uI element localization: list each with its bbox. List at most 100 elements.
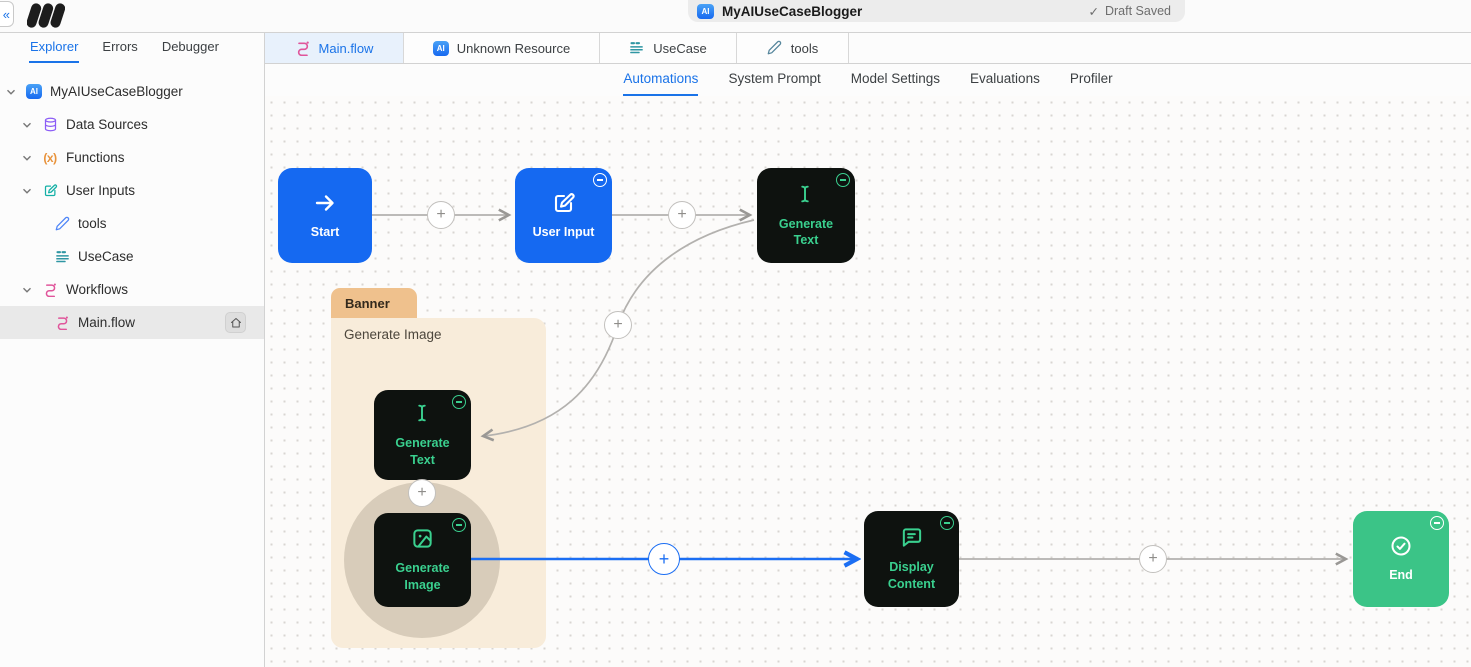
tab-explorer[interactable]: Explorer [29, 33, 80, 63]
tree-item-data-sources[interactable]: Data Sources [0, 108, 264, 141]
plus-icon: + [1148, 550, 1158, 567]
minus-badge-icon[interactable] [452, 518, 466, 532]
plus-icon: + [417, 484, 427, 501]
tab-label: UseCase [653, 40, 707, 56]
minus-badge-icon[interactable] [836, 173, 850, 187]
node-label: Display Content [887, 560, 936, 591]
node-label: Generate Text [395, 436, 450, 467]
minus-badge-icon[interactable] [593, 173, 607, 187]
tree-item-usecase[interactable]: UseCase [0, 240, 264, 273]
chevron-down-icon [7, 89, 15, 95]
subtab-system-prompt[interactable]: System Prompt [728, 71, 821, 86]
subtab-automations[interactable]: Automations [623, 71, 699, 96]
tree-item-project[interactable]: AI MyAIUseCaseBlogger [0, 75, 264, 108]
tree-item-label: MyAIUseCaseBlogger [50, 84, 183, 99]
page-title: MyAIUseCaseBlogger [722, 3, 863, 19]
edit-icon [552, 191, 576, 215]
edit-icon [42, 183, 58, 199]
document-title-pill[interactable]: AI MyAIUseCaseBlogger ✓ Draft Saved [688, 0, 1185, 22]
app-logo[interactable] [26, 2, 66, 34]
node-generate-text-2[interactable]: Generate Text [374, 390, 471, 480]
ai-badge: AI [697, 3, 714, 19]
top-bar: « AI MyAIUseCaseBlogger ✓ Draft Saved [0, 0, 1471, 33]
node-label: User Input [532, 224, 595, 239]
editor-tab-bar: Main.flow AI Unknown Resource UseCase to… [265, 33, 1471, 64]
chevron-left-icon: « [2, 6, 10, 22]
add-node-button-active[interactable]: + [648, 543, 680, 575]
tab-label: Unknown Resource [456, 40, 571, 56]
sidebar-tabs: Explorer Errors Debugger [0, 33, 264, 63]
subtab-profiler[interactable]: Profiler [1069, 71, 1113, 86]
tab-label: Main.flow [318, 40, 374, 56]
tab-debugger[interactable]: Debugger [161, 39, 219, 54]
chevron-down-icon [23, 287, 31, 293]
group-banner-tab[interactable]: Banner [331, 288, 417, 319]
minus-badge-icon[interactable] [940, 516, 954, 530]
chevron-down-icon [23, 188, 31, 194]
tree-item-label: Data Sources [66, 117, 148, 132]
node-end[interactable]: End [1353, 511, 1449, 607]
tree-item-label: UseCase [78, 249, 134, 264]
group-label: Generate Image [344, 327, 442, 342]
save-status: ✓ Draft Saved [1089, 4, 1172, 19]
tab-main-flow[interactable]: Main.flow [265, 33, 404, 63]
tab-usecase[interactable]: UseCase [600, 33, 737, 63]
database-icon [42, 117, 58, 133]
chevron-down-icon [23, 155, 31, 161]
add-node-button[interactable]: + [604, 311, 632, 339]
home-button[interactable] [225, 312, 246, 333]
function-icon: (x) [43, 150, 57, 165]
pencil-icon [54, 216, 70, 232]
tab-label: tools [790, 40, 819, 56]
arrow-right-icon [313, 191, 337, 215]
plus-icon: + [436, 206, 446, 223]
sidebar: Explorer Errors Debugger AI MyAIUseCaseB… [0, 33, 265, 667]
tree-item-label: User Inputs [66, 183, 136, 198]
collapse-panel-button[interactable]: « [0, 1, 14, 27]
plus-icon: + [658, 549, 670, 569]
sub-tab-bar: Automations System Prompt Model Settings… [265, 64, 1471, 96]
minus-badge-icon[interactable] [452, 395, 466, 409]
node-label: Start [310, 224, 340, 239]
plus-icon: + [677, 206, 687, 223]
tree-item-tools[interactable]: tools [0, 207, 264, 240]
home-icon [230, 317, 241, 327]
add-node-button[interactable]: + [1139, 545, 1167, 573]
logo-icon [26, 3, 66, 28]
node-display-content[interactable]: Display Content [864, 511, 959, 607]
node-generate-text-1[interactable]: Generate Text [757, 168, 855, 263]
plus-icon: + [613, 316, 623, 333]
tab-errors[interactable]: Errors [102, 39, 138, 54]
node-generate-image[interactable]: Generate Image [374, 513, 471, 607]
tree-item-label: Main.flow [78, 315, 136, 330]
check-icon: ✓ [1088, 4, 1099, 19]
add-node-button[interactable]: + [408, 479, 436, 507]
workflow-icon [42, 282, 58, 298]
usecase-icon [629, 40, 645, 56]
add-node-button[interactable]: + [427, 201, 455, 229]
chevron-down-icon [23, 122, 31, 128]
workflow-canvas[interactable]: Banner Generate Image [265, 96, 1471, 667]
tree-item-user-inputs[interactable]: User Inputs [0, 174, 264, 207]
tab-unknown-resource[interactable]: AI Unknown Resource [404, 33, 600, 63]
subtab-model-settings[interactable]: Model Settings [850, 71, 941, 86]
text-cursor-icon [794, 183, 818, 207]
check-circle-icon [1389, 534, 1413, 558]
minus-badge-icon[interactable] [1430, 516, 1444, 530]
subtab-evaluations[interactable]: Evaluations [970, 71, 1040, 86]
ai-badge: AI [432, 40, 449, 56]
ai-badge: AI [26, 84, 42, 99]
node-start[interactable]: Start [278, 168, 372, 263]
tree-item-functions[interactable]: (x) Functions [0, 141, 264, 174]
tree-item-main-flow[interactable]: Main.flow [0, 306, 264, 339]
tab-tools[interactable]: tools [737, 33, 849, 63]
tree-item-workflows[interactable]: Workflows [0, 273, 264, 306]
explorer-tree: AI MyAIUseCaseBlogger Data Sources (x) F… [0, 63, 264, 339]
node-label: End [1389, 568, 1413, 583]
node-user-input[interactable]: User Input [515, 168, 612, 263]
node-label: Generate Image [395, 561, 450, 592]
add-node-button[interactable]: + [668, 201, 696, 229]
message-icon [900, 526, 924, 550]
node-label: Generate Text [778, 216, 834, 247]
